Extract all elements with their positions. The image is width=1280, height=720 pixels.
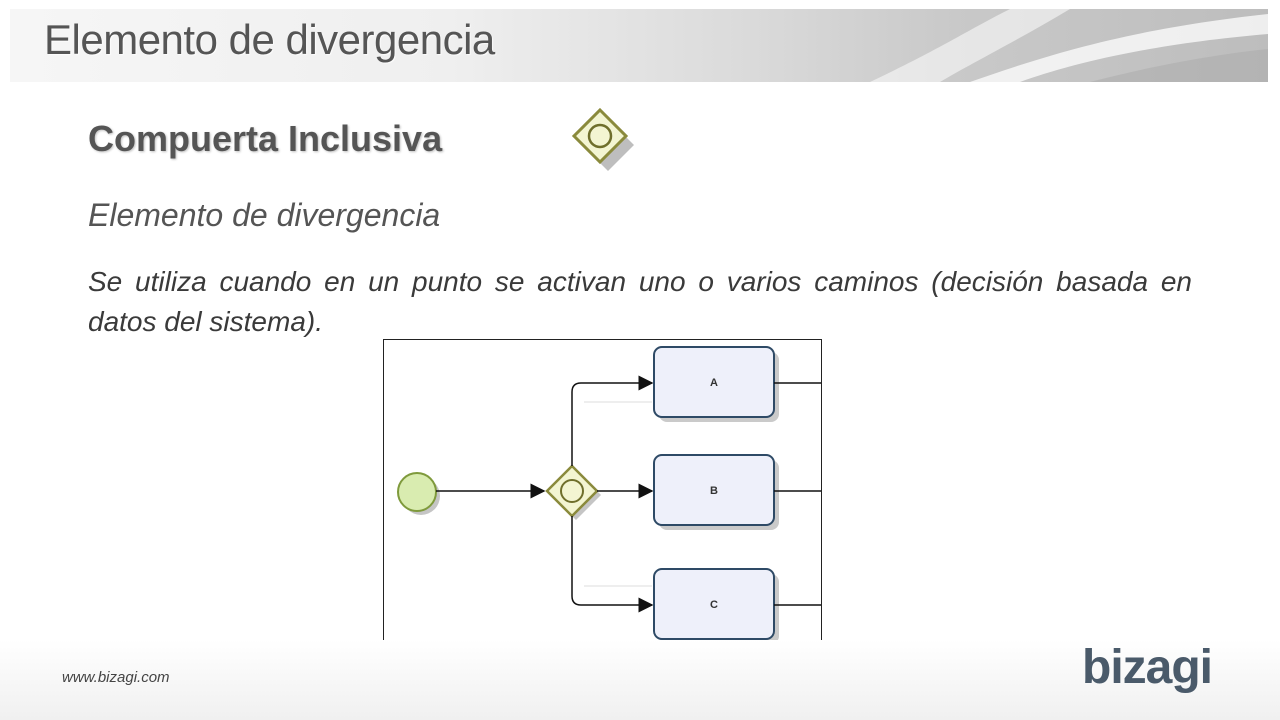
header-band <box>10 9 1268 82</box>
gateway-type-title: Compuerta Inclusiva <box>88 118 443 159</box>
task-b: B <box>653 454 779 530</box>
inclusive-gateway-icon <box>571 107 634 171</box>
start-event-icon <box>397 472 440 515</box>
task-a-label: A <box>710 377 718 389</box>
section-heading: Elemento de divergencia <box>88 197 441 233</box>
task-c: C <box>653 568 779 644</box>
footer-url: www.bizagi.com <box>62 669 170 686</box>
footer-band <box>0 640 1280 720</box>
description-text: Se utiliza cuando en un punto se activan… <box>88 266 1192 337</box>
task-a: A <box>653 346 779 422</box>
slide-title: Elemento de divergencia <box>44 16 495 63</box>
sequence-flow-c <box>571 516 654 613</box>
bizagi-logo: bizagi <box>1082 641 1213 694</box>
diagram-inclusive-gateway-icon <box>545 464 601 520</box>
task-b-label: B <box>710 485 718 497</box>
header-swoosh-graphic <box>870 9 1268 82</box>
bpmn-diagram: A B C <box>383 339 822 668</box>
task-c-label: C <box>710 599 718 611</box>
sequence-flow-a <box>571 375 654 466</box>
